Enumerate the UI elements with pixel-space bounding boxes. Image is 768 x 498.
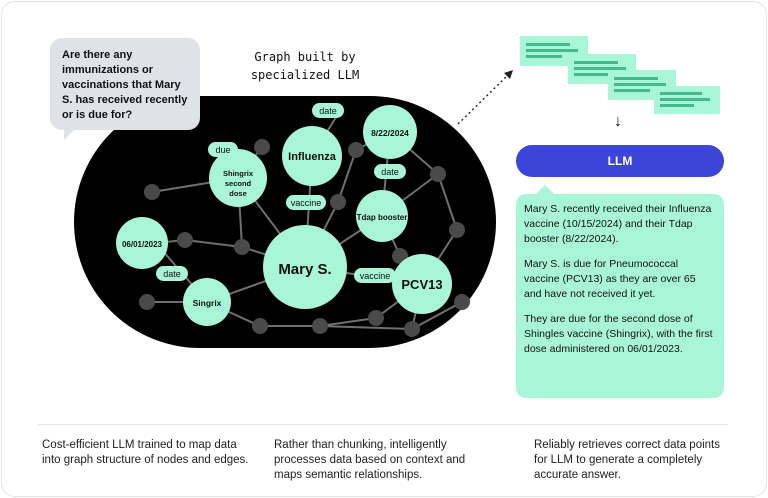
down-arrow-icon: ↓ [614, 113, 622, 130]
answer-paragraph: Mary S. is due for Pneumococcal vaccine … [524, 258, 696, 300]
node-shingrix-second-line1: Shingrix [223, 169, 254, 178]
document-stack-icon [520, 36, 720, 114]
node-date-06-01 [116, 217, 168, 269]
node-singrix-label: Singrix [193, 298, 222, 308]
divider [38, 424, 728, 425]
node-tdap-label: Tdap booster [357, 213, 408, 222]
node-pcv13-label: PCV13 [401, 277, 442, 292]
edge-label-date-influenza: date [319, 106, 337, 116]
edge-pill-vaccine-pcv13 [354, 268, 396, 283]
node-mary-label: Mary S. [278, 261, 331, 278]
node-singrix [183, 278, 231, 326]
caption-semantic: Rather than chunking, intelligently proc… [274, 439, 466, 481]
caption-graph-llm: Cost-efficient LLM trained to map data i… [42, 439, 249, 466]
caption-retrieval: Reliably retrieves correct data points f… [534, 439, 720, 481]
node-influenza-label: Influenza [288, 151, 337, 163]
edge-pill-date-singrix [156, 266, 188, 281]
edge-pill-due [208, 142, 238, 157]
node-shingrix-second [209, 149, 267, 207]
edge-label-vaccine-pcv13: vaccine [360, 271, 391, 281]
graph-title: Graph built by specialized LLM [234, 48, 376, 84]
edge-label-date-tdap: date [381, 167, 399, 177]
answer-paragraph: They are due for the second dose of Shin… [524, 313, 713, 355]
node-date-8-22-label: 8/22/2024 [371, 128, 409, 138]
edge-pill-date-tdap [374, 164, 406, 179]
node-shingrix-second-line2: second [225, 179, 252, 188]
edge-label-due: due [215, 145, 230, 155]
graph-title-line2: specialized LLM [250, 68, 360, 82]
answer-paragraph: Mary S. recently received their Influenz… [524, 203, 712, 245]
node-pcv13 [392, 254, 452, 314]
graph-title-line1: Graph built by [254, 50, 356, 64]
dotted-arrow-head-icon [504, 70, 513, 79]
node-date-8-22 [363, 105, 417, 159]
node-tdap [356, 190, 408, 242]
node-shingrix-second-line3: dose [229, 189, 247, 198]
node-date-06-01-label: 06/01/2023 [122, 240, 163, 249]
dotted-arrow-line [457, 73, 510, 125]
edge-label-date-singrix: date [163, 269, 181, 279]
graph-minor-nodes [139, 139, 470, 337]
edge-label-vaccine-influenza: vaccine [291, 198, 322, 208]
edge-pill-vaccine-influenza [286, 195, 326, 210]
llm-answer-bubble: Mary S. recently received their Influenz… [516, 185, 724, 398]
user-question-bubble: Are there any immunizations or vaccinati… [50, 38, 200, 140]
llm-bar: LLM [516, 145, 724, 177]
graph-background [74, 96, 496, 348]
node-influenza [282, 126, 342, 186]
edge-pill-date-influenza [312, 103, 344, 118]
node-mary [263, 225, 347, 309]
